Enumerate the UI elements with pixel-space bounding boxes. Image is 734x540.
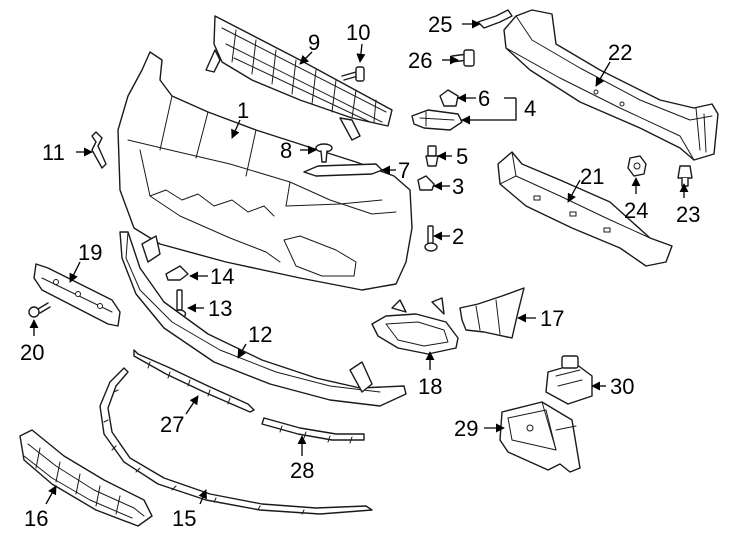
callout-6: 6 [478,86,490,111]
leader-4 [461,98,517,125]
bracket-part-17 [459,287,525,339]
clip-part-14 [165,265,189,281]
bracket-part-11 [91,131,107,169]
callout-21: 21 [580,164,604,189]
screw-part-10 [341,66,365,82]
nut-part-24 [627,155,647,177]
callout-4: 4 [524,96,536,121]
leader-15 [198,489,207,505]
bracket-part-25 [477,9,513,29]
leader-10 [356,43,366,63]
leader-16 [45,485,57,505]
callout-29: 29 [454,416,478,441]
reinforcement-beam-part-22 [503,9,719,161]
callout-5: 5 [456,144,468,169]
callout-11: 11 [42,140,65,165]
callout-28: 28 [290,458,314,483]
module-part-29 [499,401,581,473]
lower-valance-part-12 [119,231,407,407]
leader-19 [69,261,81,283]
callout-26: 26 [408,48,432,73]
leader-22 [595,61,611,87]
callout-7: 7 [398,158,410,183]
trim-molding-part-15 [99,367,373,515]
callout-8: 8 [280,138,292,163]
clip-part-6 [439,89,459,107]
callout-24: 24 [624,198,648,223]
trim-strip-part-28 [261,417,365,444]
callout-27: 27 [160,412,184,437]
callout-13: 13 [208,296,232,321]
energy-absorber-part-21 [497,151,673,267]
callout-18: 18 [418,374,442,399]
bracket-part-4 [411,109,463,131]
leader-9 [299,51,313,65]
bumper-cover-part-1 [117,51,413,291]
callout-22: 22 [608,40,632,65]
bolt-part-2 [424,225,438,252]
callout-14: 14 [210,264,234,289]
callout-23: 23 [676,202,700,227]
clip-nut-part-3 [417,175,435,191]
leader-21 [567,179,581,203]
callout-3: 3 [452,174,464,199]
callout-2: 2 [452,224,464,249]
fog-lamp-bezel-part-18 [371,297,459,355]
leader-lines [29,19,689,505]
bolt-part-23 [677,165,693,187]
push-clip-part-8 [315,143,333,163]
callout-12: 12 [248,322,272,347]
callout-15: 15 [172,506,196,531]
lower-grille-part-16 [19,429,153,527]
callout-9: 9 [308,30,320,55]
leader-12 [237,343,247,359]
callout-17: 17 [540,306,564,331]
screw-part-20 [28,302,51,318]
callout-10: 10 [346,20,370,45]
leader-27 [185,395,199,415]
callout-20: 20 [20,340,44,365]
callout-25: 25 [428,12,452,37]
upper-grille-part-9 [205,15,393,141]
callout-16: 16 [24,506,48,531]
bolt-part-5 [425,145,439,167]
callout-19: 19 [78,240,102,265]
callout-1: 1 [237,98,249,123]
callout-30: 30 [610,374,634,399]
bolt-part-26 [451,49,475,67]
leader-1 [231,119,241,139]
trim-strip-part-27 [133,349,255,413]
sensor-part-30 [545,355,593,405]
callout-labels: 1 2 3 4 5 6 7 8 9 10 11 12 13 14 15 16 1… [20,12,700,531]
bracket-part-19 [33,263,121,327]
